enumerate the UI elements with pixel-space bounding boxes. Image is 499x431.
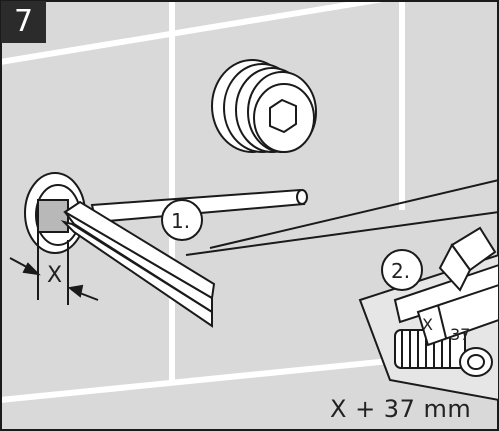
step2-callout-circle: [381, 249, 423, 291]
threaded-plug: [211, 59, 317, 153]
step1-callout-circle: [161, 199, 203, 241]
gap-dimension: [9, 232, 99, 305]
ruler-number-label: 37: [450, 325, 470, 344]
gap-label: X: [47, 263, 62, 288]
ruler-x-label: X: [422, 315, 433, 334]
step-number-badge: 7: [1, 1, 46, 43]
step2-callout-label: 2.: [391, 259, 410, 283]
wall-fitting: [24, 172, 86, 254]
step1-callout-label: 1.: [171, 209, 190, 233]
measurement-formula: X + 37 mm: [330, 395, 472, 423]
flat-bar: [60, 200, 216, 328]
zoom-lines: [185, 179, 499, 256]
ruler-strip: [416, 283, 499, 347]
detail-view: [358, 226, 499, 402]
threaded-adapter: [394, 329, 493, 377]
